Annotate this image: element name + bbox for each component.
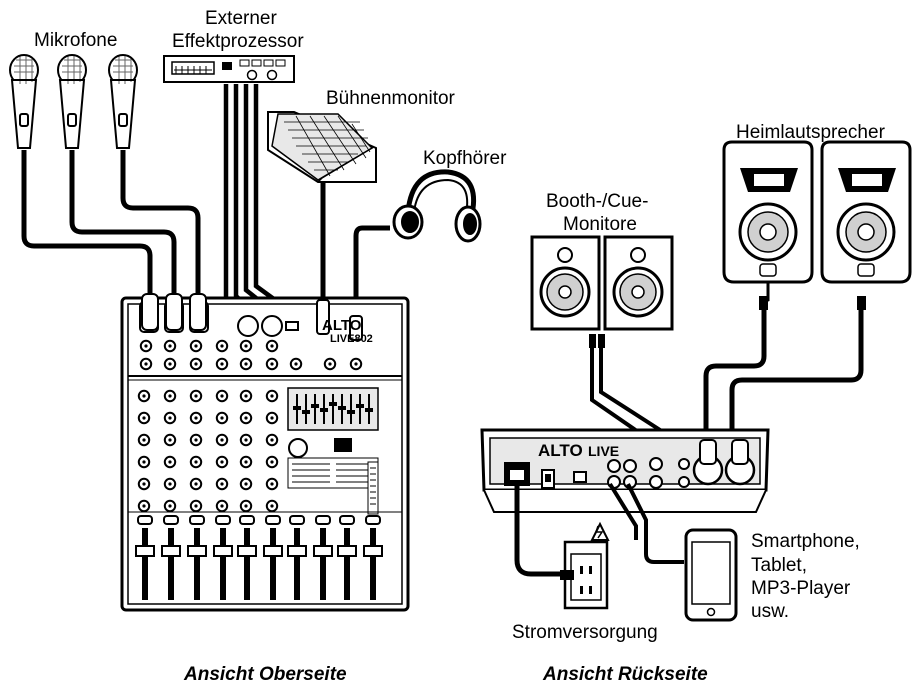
mixer-model: LIVE802 [330, 333, 373, 345]
label-device-line2: Tablet, [751, 555, 807, 576]
booth-monitors [530, 235, 674, 331]
headphones [353, 169, 482, 320]
caption-top-view: Ansicht Oberseite [184, 664, 347, 685]
mixer-logo: ALTO [322, 317, 362, 334]
power-outlet [560, 521, 610, 610]
label-power: Stromversorgung [512, 622, 658, 643]
label-device-line1: Smartphone, [751, 531, 860, 552]
label-device-line3: MP3-Player [751, 578, 851, 599]
label-microphones: Mikrofone [34, 30, 118, 51]
label-device-line4: usw. [751, 601, 790, 622]
booth-monitor-left [530, 235, 601, 331]
home-speaker-left [722, 140, 814, 310]
microphone-2 [57, 54, 87, 149]
caption-rear-view: Ansicht Rückseite [543, 664, 708, 685]
label-effects-line1: Externer [205, 8, 277, 29]
label-stage-monitor: Bühnenmonitor [326, 88, 455, 109]
label-booth-line1: Booth-/Cue- [546, 191, 649, 212]
effects-processor [163, 55, 295, 83]
mic-cables [21, 150, 201, 300]
microphones [9, 54, 138, 149]
power-cable [514, 486, 570, 577]
rear-model: LIVE [588, 443, 619, 459]
booth-monitor-right [603, 235, 674, 331]
home-speaker-cables [703, 310, 864, 430]
stage-monitor [267, 111, 377, 310]
microphone-1 [9, 54, 39, 149]
microphone-3 [108, 54, 138, 149]
mixer-top-view: ALTO LIVE802 [120, 293, 410, 612]
label-headphones: Kopfhörer [423, 148, 507, 169]
label-home-speakers: Heimlautsprecher [736, 122, 885, 143]
label-effects-line2: Effektprozessor [172, 31, 304, 52]
home-speaker-right [820, 140, 912, 310]
home-speakers [722, 140, 912, 310]
smartphone [684, 528, 738, 622]
rear-logo: ALTO [538, 441, 583, 460]
label-booth-line2: Monitore [563, 214, 637, 235]
mixer-rear-view: ALTO LIVE [480, 428, 770, 513]
smartphone-cable [626, 483, 684, 564]
